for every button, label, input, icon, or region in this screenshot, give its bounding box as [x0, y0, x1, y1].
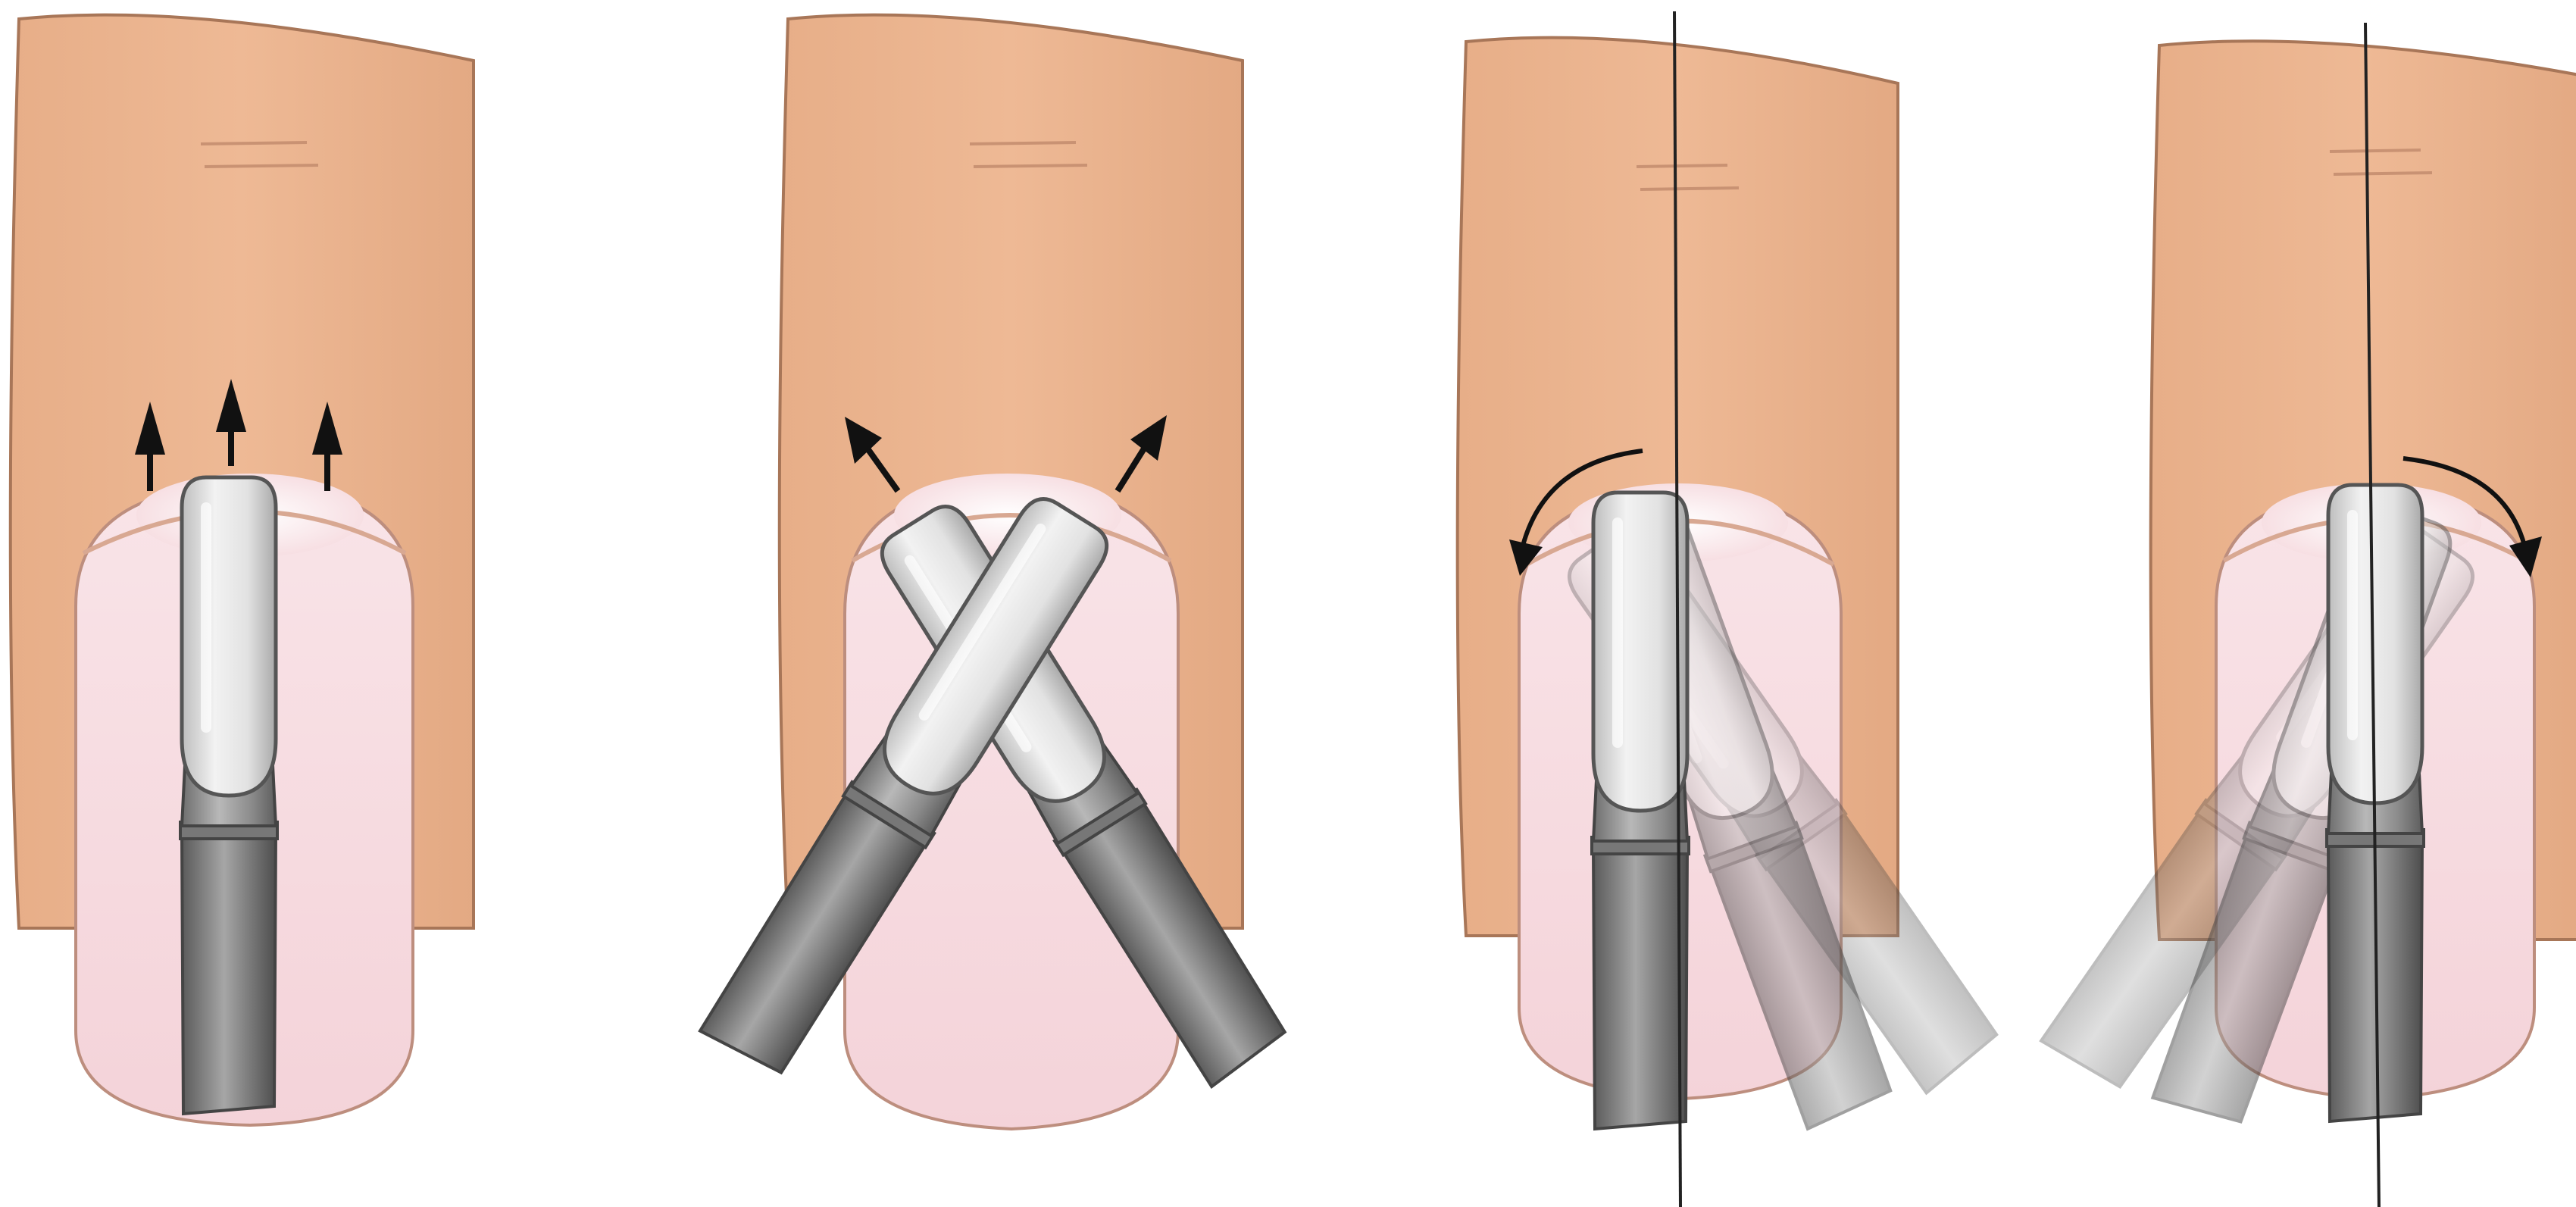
panel-rotate-left [1458, 11, 2003, 1207]
cuticle-pusher [1592, 492, 1689, 1129]
panel-cross-push [698, 15, 1292, 1129]
panel-straight-push [11, 15, 474, 1125]
panel-rotate-right [2039, 23, 2576, 1207]
cuticle-pusher [180, 477, 277, 1114]
